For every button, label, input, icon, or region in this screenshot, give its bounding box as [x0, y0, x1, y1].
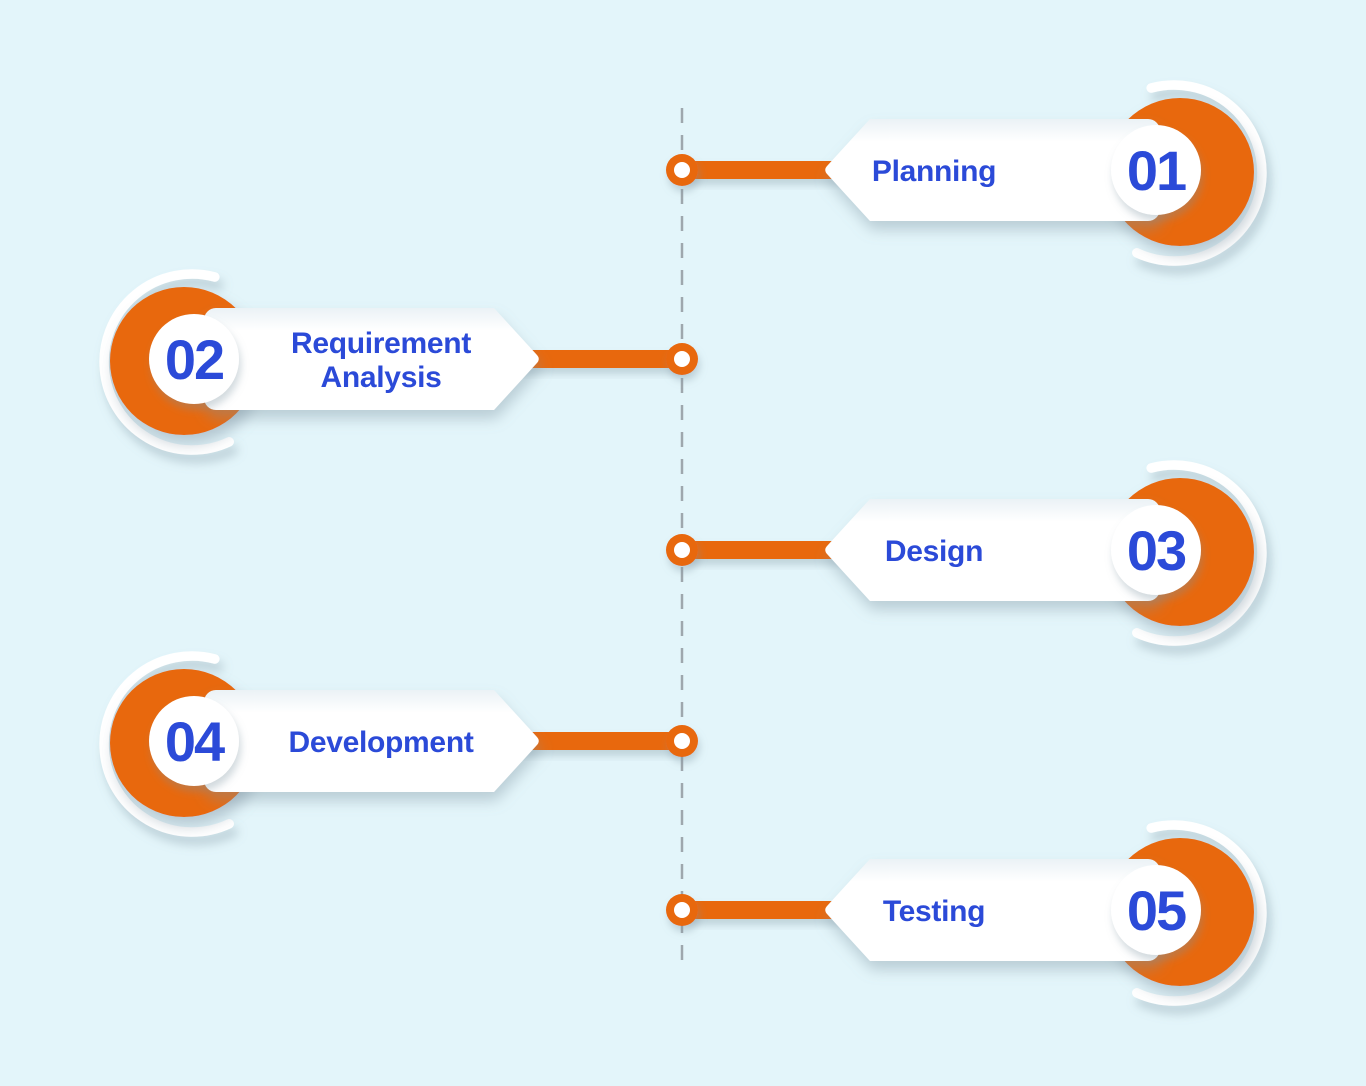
step-development: Development 04 — [99, 651, 698, 837]
connector-line — [513, 732, 684, 750]
step-banner — [204, 308, 539, 410]
step-banner — [825, 499, 1160, 601]
step-testing: Testing 05 — [666, 820, 1267, 1006]
step-number: 04 — [165, 710, 225, 773]
step-requirement-analysis: Requirement Analysis 02 — [99, 269, 698, 455]
connector-line — [684, 161, 852, 179]
step-label: Design — [885, 535, 983, 568]
timeline-dot-core — [674, 351, 690, 367]
step-label: Testing — [883, 895, 985, 928]
step-label-line2: Analysis — [321, 361, 442, 394]
timeline-dot-core — [674, 162, 690, 178]
step-banner — [204, 690, 539, 792]
badge-arc — [1132, 80, 1267, 266]
badge-arc — [99, 269, 234, 455]
step-number: 02 — [165, 328, 223, 391]
timeline-dot-core — [674, 902, 690, 918]
step-label: Planning — [872, 155, 996, 188]
timeline-dot-core — [674, 542, 690, 558]
step-number-badge — [149, 314, 239, 404]
step-label-line1: Requirement — [291, 327, 471, 360]
timeline-dot-core — [674, 733, 690, 749]
step-number-badge — [1111, 505, 1201, 595]
step-number-badge — [1111, 125, 1201, 215]
badge-arc — [1132, 820, 1267, 1006]
badge-arc — [99, 651, 234, 837]
step-planning: Planning 01 — [666, 80, 1267, 266]
step-number-badge — [1111, 865, 1201, 955]
step-label: Development — [288, 726, 473, 759]
step-design: Design 03 — [666, 460, 1267, 646]
badge-arc — [1132, 460, 1267, 646]
connector-line — [513, 350, 684, 368]
step-number-badge — [149, 696, 239, 786]
step-number: 03 — [1127, 519, 1186, 582]
connector-line — [684, 901, 852, 919]
step-banner — [825, 119, 1160, 221]
step-banner — [825, 859, 1160, 961]
step-number: 01 — [1127, 139, 1186, 202]
step-number: 05 — [1127, 879, 1186, 942]
connector-line — [684, 541, 852, 559]
